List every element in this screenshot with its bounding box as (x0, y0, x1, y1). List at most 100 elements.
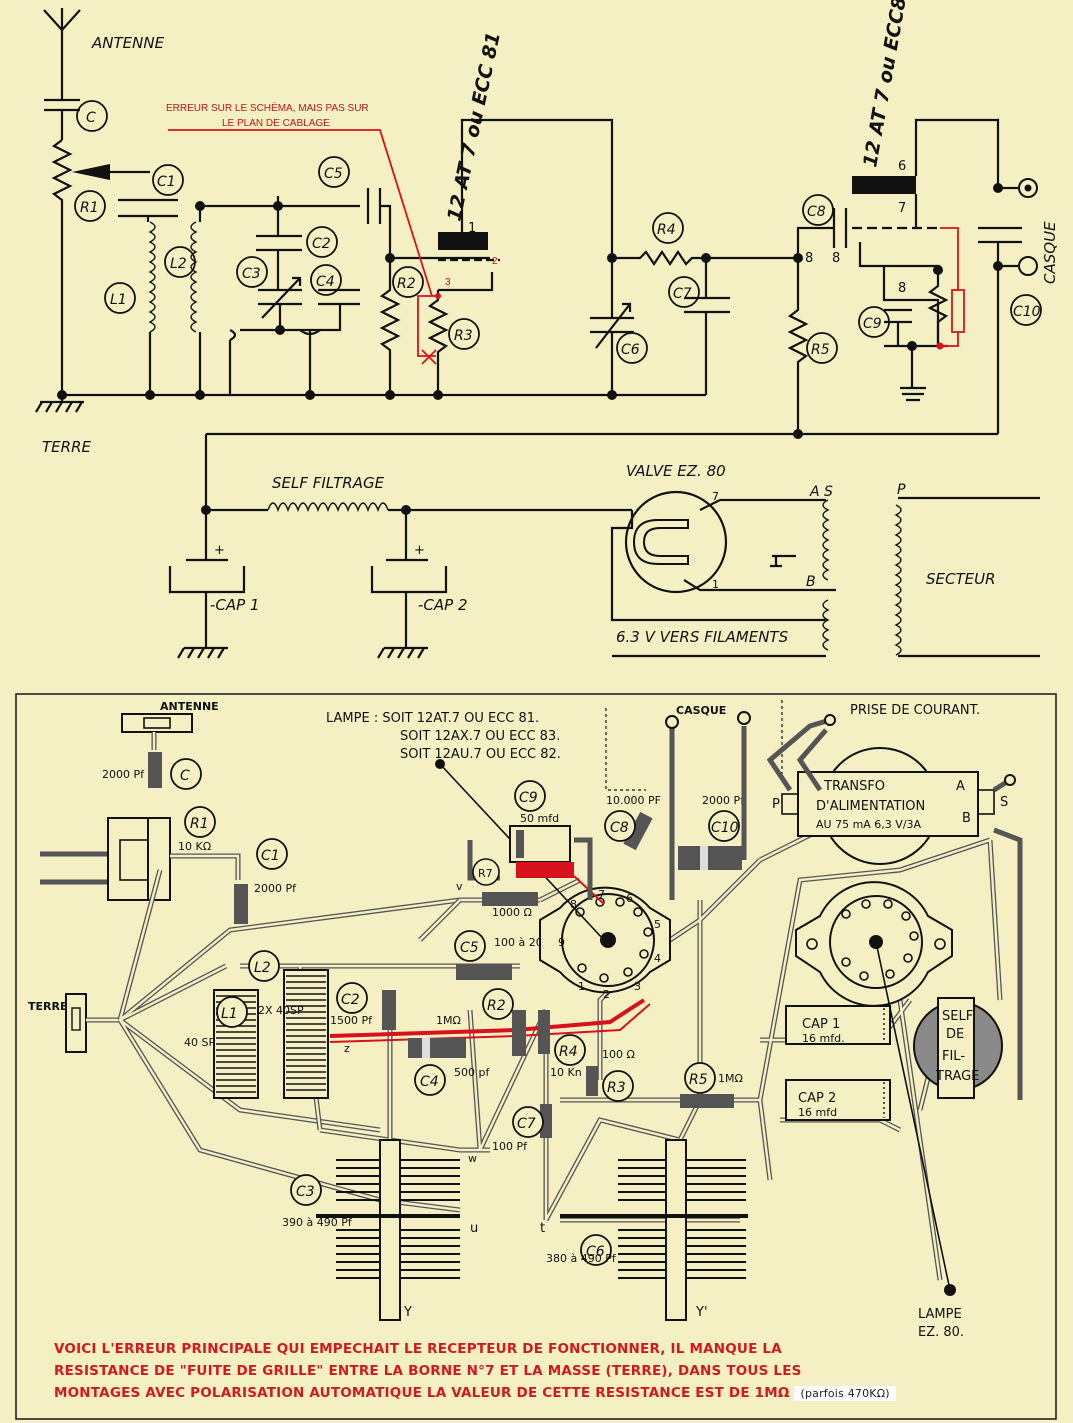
svg-text:4: 4 (654, 952, 661, 965)
c1-label: C1 (157, 174, 176, 190)
tube1-label: 12 AT 7 ou ECC 81 (443, 30, 505, 223)
c-label: C (86, 110, 96, 126)
wp-cap1-label: CAP 1 (802, 1017, 840, 1032)
antenna-terminal[interactable] (121, 713, 193, 733)
plug-pin-1[interactable] (824, 714, 836, 726)
wp-red-resistor-added (516, 862, 574, 878)
tube1-pin1: 1 (468, 221, 476, 236)
wp-resistor-r2 (512, 1010, 526, 1056)
power-supply-schematic: SELF FILTRAGE + -CAP 1 + -CAP 2 VALVE EZ… (168, 462, 1040, 659)
wp-c7-value: 100 Pf (492, 1140, 528, 1153)
wp-cap-c2 (382, 990, 396, 1030)
wp-transformer (797, 771, 979, 837)
r1-label: R1 (80, 200, 99, 216)
filaments-label: 6.3 V VERS FILAMENTS (616, 628, 789, 646)
wp-c5-label: C5 (460, 940, 479, 956)
antenna-label: ANTENNE (91, 34, 165, 52)
wp-l1-value: 40 SP (184, 1036, 215, 1049)
wp-transfo-s: S (1000, 795, 1008, 810)
c2-label: C2 (312, 236, 331, 252)
plug-pin-2[interactable] (1004, 774, 1016, 786)
tube-note-1: LAMPE : SOIT 12AT.7 OU ECC 81. (326, 711, 539, 726)
wp-l1-label: L1 (221, 1006, 238, 1022)
wp-y-label: Y (403, 1305, 412, 1320)
c7-marker (668, 276, 700, 308)
red-correction-upper (168, 129, 441, 365)
wp-r7-value: 1000 Ω (492, 906, 532, 919)
wp-terre-label: TERRE (28, 1000, 67, 1013)
junctions-upper (57, 183, 1003, 515)
svg-text:7: 7 (598, 888, 605, 901)
wp-r5-value: 1MΩ (718, 1072, 743, 1085)
wp-c3-value: 390 à 490 Pf (282, 1216, 353, 1229)
wp-cap-c (148, 752, 162, 788)
c10-label: C10 (1013, 304, 1041, 320)
wp-choke-2: DE (946, 1027, 964, 1042)
wiring-plan: ANTENNE 2000 Pf C R1 10 KΩ C1 2000 Pf TE… (15, 693, 1057, 1420)
wp-lamp-ez80-2: EZ. 80. (918, 1325, 964, 1340)
wp-cap2-value: 16 mfd (798, 1106, 837, 1119)
wp-transfo-a: A (956, 779, 965, 794)
c5-label: C5 (324, 166, 343, 182)
wp-cap-c4 (408, 1038, 466, 1058)
ground-terminal[interactable] (65, 993, 87, 1053)
wp-c2-label: C2 (341, 992, 360, 1008)
wp-transfo-p: P (772, 797, 780, 812)
wp-c4-value: 500 pf (454, 1066, 490, 1079)
valve-pin7: 7 (712, 490, 719, 503)
wp-transfo-2: D'ALIMENTATION (816, 799, 925, 814)
wp-z: z (344, 1042, 350, 1055)
casque-post-2[interactable] (737, 711, 751, 725)
wp-lamp-ez80-1: LAMPE (918, 1307, 962, 1322)
tube-note-2: SOIT 12AX.7 OU ECC 83. (400, 729, 560, 744)
tube2-cathode (852, 176, 916, 194)
casque-label: CASQUE (1041, 221, 1059, 284)
r5-label: R5 (811, 342, 830, 358)
wp-r5-label: R5 (689, 1072, 708, 1088)
wp-transfo-1: TRANSFO (823, 779, 885, 794)
red-correction-grid-leak (936, 227, 965, 350)
c-marker (76, 100, 108, 132)
l1-marker (104, 282, 136, 314)
pin8b: 8 (832, 251, 840, 266)
ez80-socket (795, 881, 953, 1007)
r2-label: R2 (397, 276, 416, 292)
r4-marker (652, 212, 684, 244)
wp-cap-c10 (678, 846, 742, 870)
casque-jack-top (1018, 178, 1038, 198)
wp-transfo-3: AU 75 mA 6,3 V/3A (816, 818, 922, 831)
tube1-pin2: 2 (492, 256, 498, 267)
wp-t-node: t (540, 1221, 545, 1236)
c5-marker (318, 156, 350, 188)
casque-post-1[interactable] (665, 715, 679, 729)
wp-antenna-label: ANTENNE (160, 700, 219, 713)
wp-cap1 (785, 1005, 891, 1045)
wp-c1-value: 2000 Pf (254, 882, 297, 895)
c6-marker (616, 332, 648, 364)
wp-r3-value: 100 Ω (602, 1048, 635, 1061)
error-note-line2: LE PLAN DE CABLAGE (222, 118, 330, 129)
wp-prise-label: PRISE DE COURANT. (850, 703, 980, 718)
svg-text:3: 3 (634, 980, 641, 993)
wp-c8-label: C8 (610, 820, 629, 836)
wp-r3-label: R3 (607, 1080, 626, 1096)
wp-cap-c8 (623, 811, 653, 851)
wp-resistor-r5 (680, 1094, 734, 1108)
tube-note-3: SOIT 12AU.7 OU ECC 82. (400, 747, 561, 762)
wp-c6-label: C6 (586, 1244, 605, 1260)
l1-label: L1 (110, 292, 127, 308)
error-line-2: RESISTANCE DE "FUITE DE GRILLE" ENTRE LA… (54, 1363, 802, 1379)
c1-marker (152, 164, 184, 196)
r4-label: R4 (657, 222, 676, 238)
error-line-1: VOICI L'ERREUR PRINCIPALE QUI EMPECHAIT … (54, 1341, 782, 1357)
wp-u-node: u (470, 1221, 478, 1236)
wp-cap-c7 (540, 1104, 552, 1138)
wp-c8-value: 10.000 PF (606, 794, 661, 807)
self-filtrage-label: SELF FILTRAGE (272, 474, 385, 492)
wp-c-value: 2000 Pf (102, 768, 145, 781)
wp-y2-label: Y' (695, 1305, 708, 1320)
wp-variable-cap-c3 (316, 1139, 460, 1321)
r3-label: R3 (454, 328, 473, 344)
c2-marker (306, 226, 338, 258)
pin8a: 8 (805, 251, 813, 266)
